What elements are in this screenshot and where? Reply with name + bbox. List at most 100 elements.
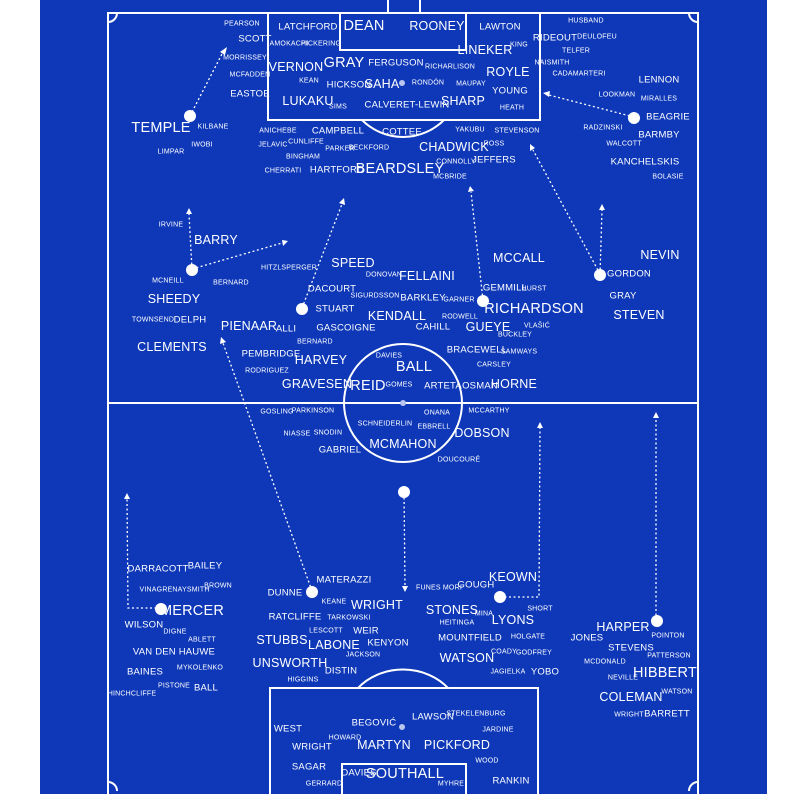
player-marker (477, 295, 489, 307)
player-name: ABLETT (188, 636, 216, 644)
player-name: MORRISSEY (223, 54, 267, 62)
player-name: VINAGRE (139, 586, 173, 594)
player-name: OSMAN (462, 380, 498, 392)
player-name: DUNNE (267, 587, 303, 599)
player-name: NAISMITH (534, 59, 570, 67)
player-name: HOLGATE (510, 633, 546, 641)
player-name: DOBSON (454, 425, 510, 440)
player-name: SIMS (329, 103, 347, 111)
player-name: LATCHFORD (278, 21, 338, 33)
pitch-markings (107, 0, 699, 794)
player-name: WRIGHT (614, 711, 644, 719)
player-name: LYONS (491, 612, 535, 627)
player-name: JELAVIC (258, 141, 288, 149)
player-marker (398, 486, 410, 498)
player-name: WRIGHT (351, 597, 403, 612)
player-marker (628, 112, 640, 124)
player-name: ROSS (483, 140, 505, 148)
player-name: MERCER (159, 602, 225, 619)
player-name: BOLASIE (652, 173, 684, 181)
player-name: DACOURT (307, 283, 357, 295)
player-name: HEATH (499, 104, 525, 112)
player-name: TEMPLE (131, 119, 191, 136)
arrow-ball-drop (403, 492, 406, 587)
player-name: BEARDSLEY (355, 160, 445, 177)
player-name: JAGIELKA (490, 668, 526, 676)
player-name: REID (350, 377, 386, 394)
player-name: VAN DEN HAUWE (132, 646, 216, 658)
player-name: BALL (193, 682, 219, 694)
player-name: LIMPAR (157, 148, 185, 156)
arrow-alli (301, 203, 343, 309)
player-name: BROWN (204, 582, 232, 590)
player-name: DAVIES (375, 352, 403, 360)
arrow-gordon-up (599, 209, 603, 275)
player-name: RICHARDSON (484, 300, 584, 317)
player-name: MCMAHON (369, 436, 437, 451)
corner-arc-bottom-left (107, 781, 118, 792)
player-name: FERGUSON (368, 57, 424, 69)
player-name: WEST (273, 723, 303, 735)
arrow-barry-right (191, 242, 283, 270)
player-name: DAVIES (341, 767, 377, 779)
player-name: MCFADDEN (229, 71, 271, 79)
player-name: HORNE (490, 376, 538, 391)
player-name: MATERAZZI (316, 574, 372, 586)
player-name: NEVIN (640, 247, 680, 262)
player-name: GEMMILL (482, 282, 528, 294)
player-name: PEMBRIDGE (241, 348, 301, 360)
player-name: BEGOVIĆ (351, 717, 397, 729)
player-name: ROONEY (409, 18, 465, 33)
player-name: YOBO (530, 666, 560, 678)
player-name: BARRY (194, 232, 238, 247)
player-name: BERNARD (213, 279, 249, 287)
player-name: ARTETA (424, 380, 462, 392)
player-name: VLAŠIĆ (523, 322, 551, 330)
player-name: TELFER (561, 47, 591, 55)
player-name: MAUPAY (456, 80, 486, 88)
player-name: BECKFORD (348, 144, 390, 152)
player-name: CAHILL (415, 321, 451, 333)
player-name: DOUCOURÉ (437, 456, 481, 464)
player-name: HITZLSPERGER (260, 264, 318, 272)
player-name: FUNES MORI (416, 584, 462, 592)
player-name: RATCLIFFE (268, 611, 322, 623)
arrow-heads (124, 47, 659, 592)
player-name: LAWSON (411, 711, 455, 723)
player-name: YAKUBU (455, 126, 485, 134)
player-name: STUART (315, 303, 355, 315)
player-name: MCCARTHY (468, 407, 510, 415)
player-name: CARSLEY (476, 361, 512, 369)
player-name: DIGNE (163, 628, 187, 636)
player-name: BAILEY (187, 560, 223, 572)
player-name: HIBBERT (633, 664, 697, 681)
player-name: KING (510, 41, 528, 49)
player-name: GODFREY (515, 649, 553, 657)
player-name: HEITINGA (439, 619, 475, 627)
player-name: POINTON (651, 632, 685, 640)
player-name: FELLAINI (399, 268, 455, 283)
player-name: NAYSMITH (172, 586, 210, 594)
player-marker (306, 586, 318, 598)
bottom-penalty-arc (357, 668, 449, 689)
player-name: CALVERET-LEWIN (364, 99, 450, 111)
bottom-six-yard-box (341, 763, 467, 794)
player-name: NIASSE (283, 430, 311, 438)
player-name: LABONE (308, 637, 360, 652)
player-name: TOWNSEND (131, 316, 175, 324)
player-name: BARRETT (644, 708, 690, 720)
player-name: MOUNTFIELD (438, 632, 502, 644)
arrow-barry-up (188, 213, 193, 270)
player-name: DELPH (173, 314, 207, 326)
player-name: SHORT (527, 605, 553, 613)
player-name: UNSWORTH (252, 655, 328, 670)
player-name: PIENAAR (220, 318, 278, 333)
player-name: KEOWN (488, 569, 538, 584)
player-name: BUCKLEY (497, 331, 533, 339)
arrow-lookman (548, 94, 635, 118)
player-name: MCBRIDE (433, 173, 467, 181)
player-name: GOUGH (457, 579, 495, 591)
player-name: PATTERSON (647, 652, 691, 660)
player-name: KENYON (367, 637, 409, 649)
arrow-temple (189, 51, 224, 117)
